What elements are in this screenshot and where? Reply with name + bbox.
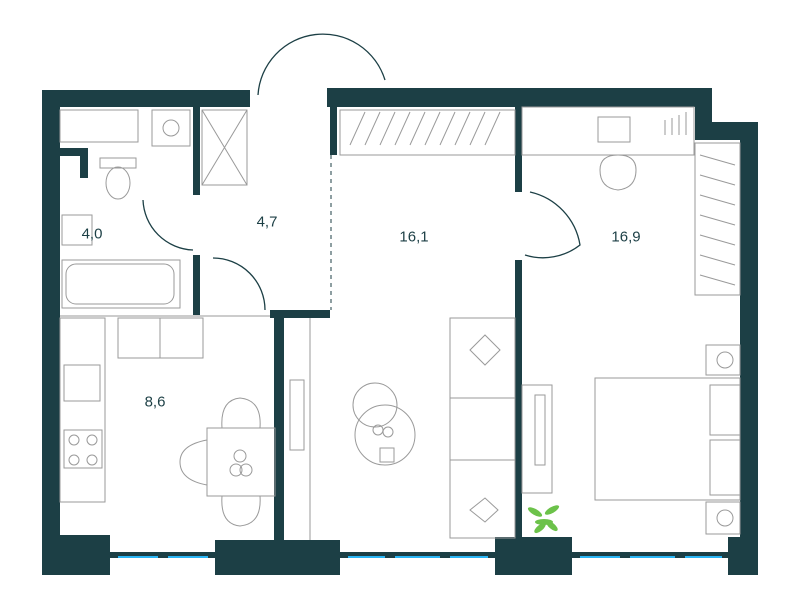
room-area-hallway: 4,7 [256, 213, 278, 231]
room-area-living-room: 16,1 [399, 228, 429, 246]
doors [142, 33, 581, 311]
plant-icon [527, 505, 560, 534]
walls [42, 88, 758, 575]
room-area-bathroom: 4,0 [81, 225, 103, 243]
room-area-bedroom: 16,9 [611, 228, 641, 246]
room-area-kitchen: 8,6 [144, 393, 166, 411]
furniture [59, 106, 741, 540]
